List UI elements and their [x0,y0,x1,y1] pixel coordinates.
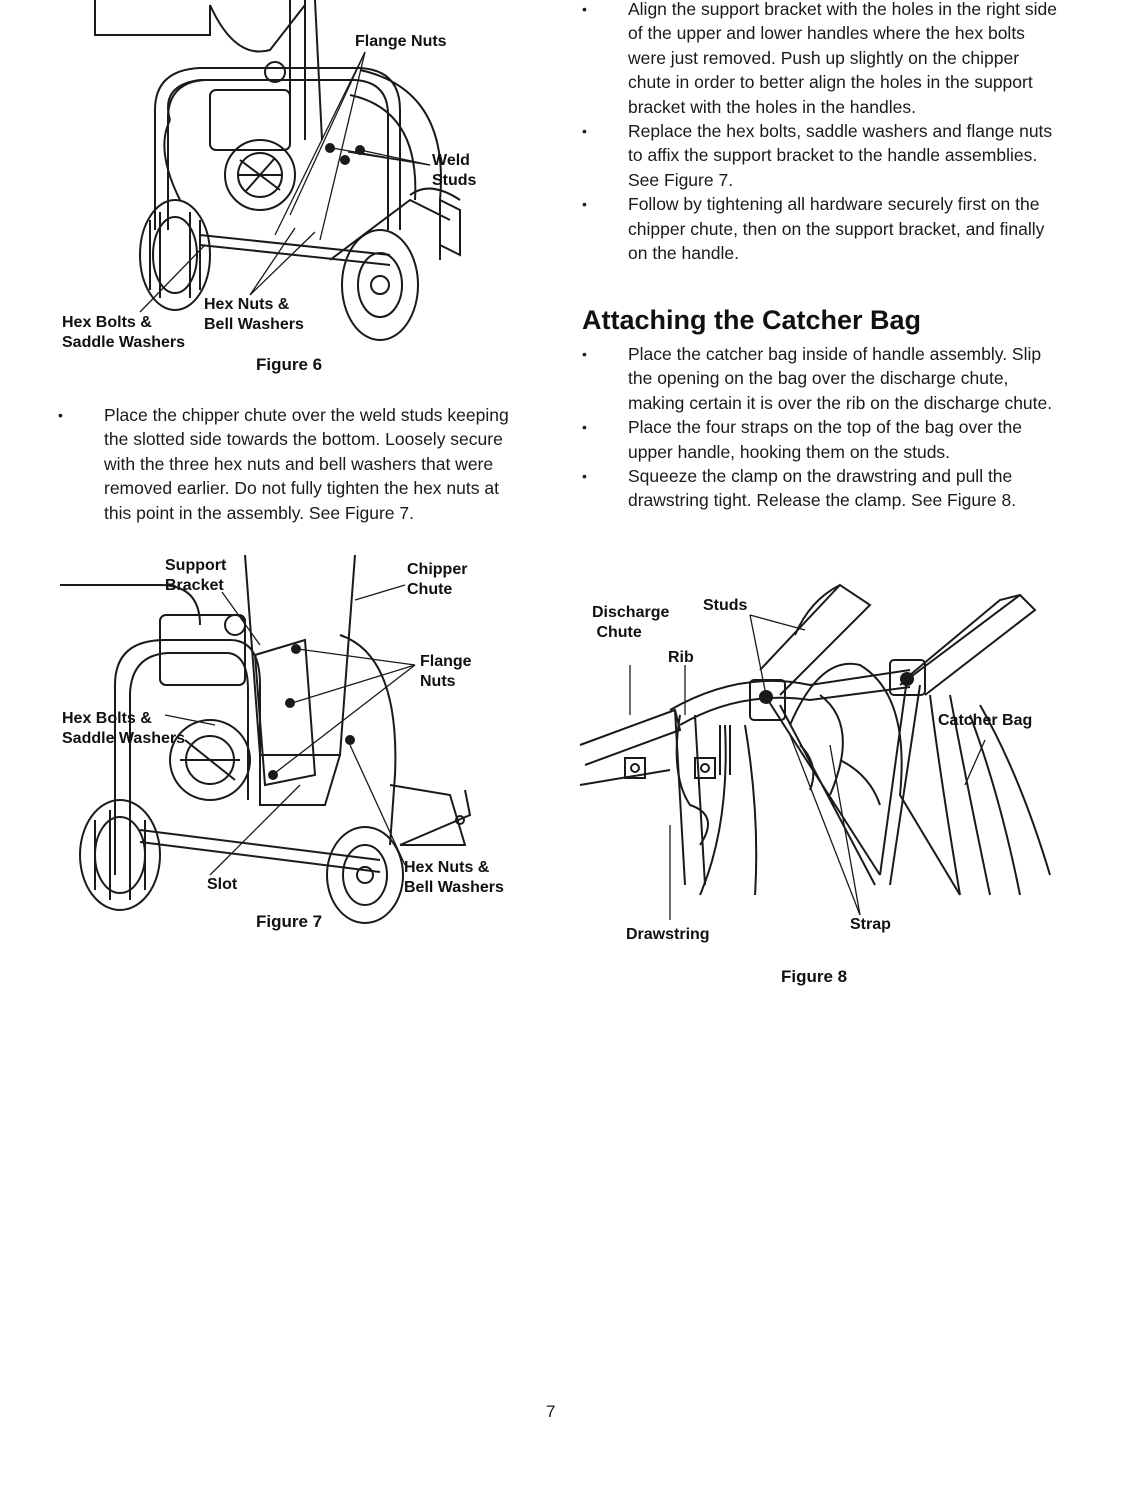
list-item-text: Place the chipper chute over the weld st… [104,405,509,523]
list-item-text: Align the support bracket with the holes… [628,0,1057,117]
bullet-symbol: • [58,407,63,423]
figure-6-illustration [60,0,500,345]
figure-7-label-flange-nuts: Flange Nuts [420,653,472,690]
right-bullet-list-top: • Align the support bracket with the hol… [582,0,1058,265]
list-item: • Follow by tightening all hardware secu… [582,192,1058,265]
figure-8-illustration [580,575,1050,905]
figure-8-label-discharge-chute: Discharge Chute [592,604,670,641]
list-item-text: Replace the hex bolts, saddle washers an… [628,121,1053,190]
list-item: • Place the four straps on the top of th… [582,415,1058,464]
figure-8-label-studs: Studs [703,597,748,614]
section-heading: Attaching the Catcher Bag [582,305,922,335]
figure-7-caption: Figure 7 [256,912,323,931]
bullet-symbol: • [582,196,587,213]
figure-7-label-chipper-chute: Chipper Chute [407,561,468,598]
figure-8-label-strap: Strap [850,916,891,933]
right-bullet-list-bottom: • Place the catcher bag inside of handle… [582,342,1058,513]
figure-6-label-hex-nuts-bell-washers: Hex Nuts & Bell Washers [204,296,304,333]
list-item: • Place the chipper chute over the weld … [58,403,524,525]
list-item: • Squeeze the clamp on the drawstring an… [582,464,1058,513]
list-item-text: Follow by tightening all hardware secure… [628,194,1045,264]
figure-8-label-drawstring: Drawstring [626,926,710,943]
figure-6-label-weld-studs: Weld Studs [432,152,477,189]
bullet-symbol: • [582,1,587,17]
list-item: • Align the support bracket with the hol… [582,0,1058,119]
figure-8-label-rib: Rib [668,649,694,666]
list-item-text: Squeeze the clamp on the drawstring and … [628,466,1017,511]
bullet-symbol: • [582,419,587,436]
left-bullet-list: • Place the chipper chute over the weld … [58,403,524,525]
figure-7-label-hex-nuts-bell-washers: Hex Nuts & Bell Washers [404,859,504,896]
figure-7-label-hex-bolts-saddle-washers: Hex Bolts & Saddle Washers [62,710,186,747]
figure-8-label-catcher-bag: Catcher Bag [938,712,1033,729]
bullet-symbol: • [582,468,587,485]
page-number: 7 [546,1402,556,1421]
figure-6-label-flange-nuts: Flange Nuts [355,33,447,50]
list-item: • Place the catcher bag inside of handle… [582,342,1058,415]
list-item-text: Place the catcher bag inside of handle a… [628,344,1053,413]
figure-8-caption: Figure 8 [781,967,848,986]
bullet-symbol: • [582,346,587,362]
figure-6-label-hex-bolts-saddle-washers: Hex Bolts & Saddle Washers [62,314,186,351]
figure-7-label-slot: Slot [207,876,238,893]
figure-7-illustration [60,545,500,915]
list-item-text: Place the four straps on the top of the … [628,417,1023,462]
list-item: • Replace the hex bolts, saddle washers … [582,119,1058,192]
bullet-symbol: • [582,123,587,140]
figure-6-caption: Figure 6 [256,355,323,374]
figure-7-label-support-bracket: Support Bracket [165,557,227,594]
